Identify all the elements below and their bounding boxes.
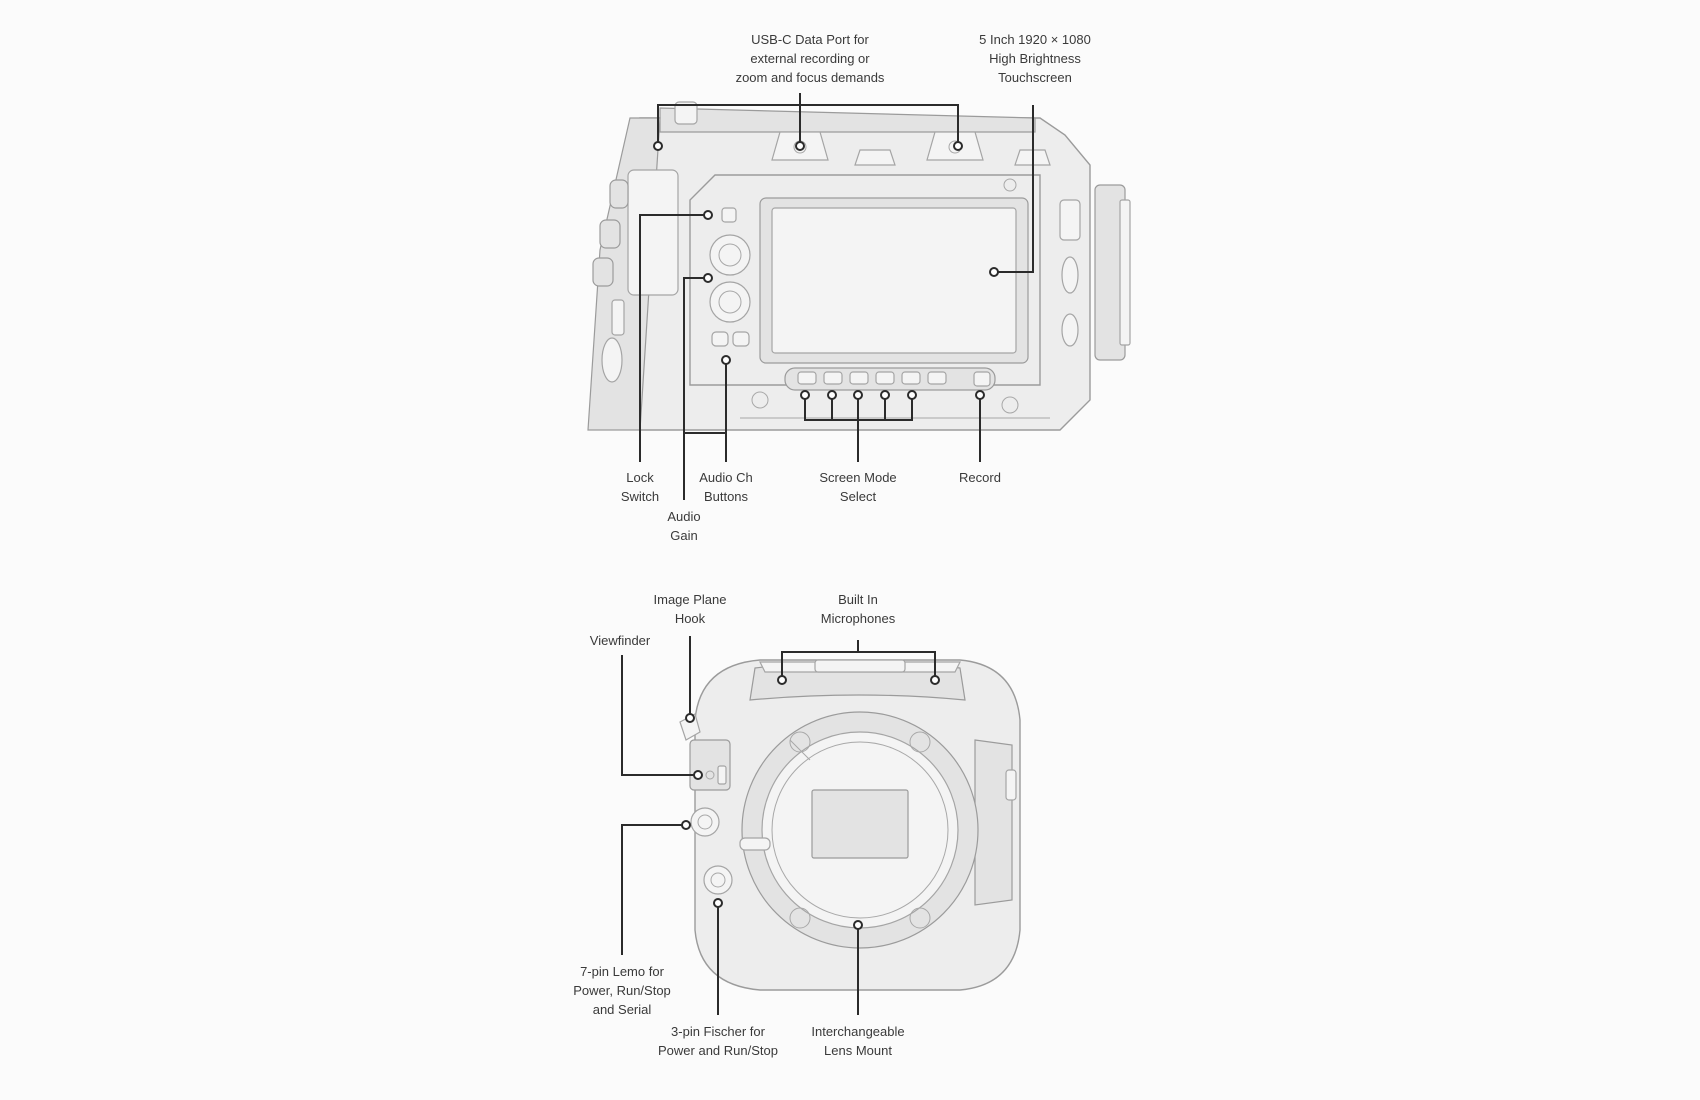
callout-lines [621,93,1034,1015]
label-record: Record [959,470,1001,485]
label-touchscreen: 5 Inch 1920 × 1080 High Brightness Touch… [979,32,1091,85]
label-built-in-mics: Built In Microphones [820,592,896,626]
label-usb-port: USB-C Data Port for external recording o… [735,32,885,85]
camera-side-view [587,101,1131,431]
label-audio-ch-buttons: Audio Ch Buttons [699,470,753,504]
label-lemo-connector: 7-pin Lemo for Power, Run/Stop and Seria… [573,964,671,1017]
label-audio-gain: Audio Gain [667,509,701,543]
label-lock-switch: Lock Switch [620,470,660,504]
label-image-plane-hook: Image Plane Hook [653,592,727,626]
camera-front-view [679,659,1021,991]
label-fischer-connector: 3-pin Fischer for Power and Run/Stop [658,1024,778,1058]
label-lens-mount: Interchangeable Lens Mount [811,1024,905,1058]
label-screen-mode-select: Screen Mode Select [819,470,897,504]
label-viewfinder: Viewfinder [589,633,651,648]
